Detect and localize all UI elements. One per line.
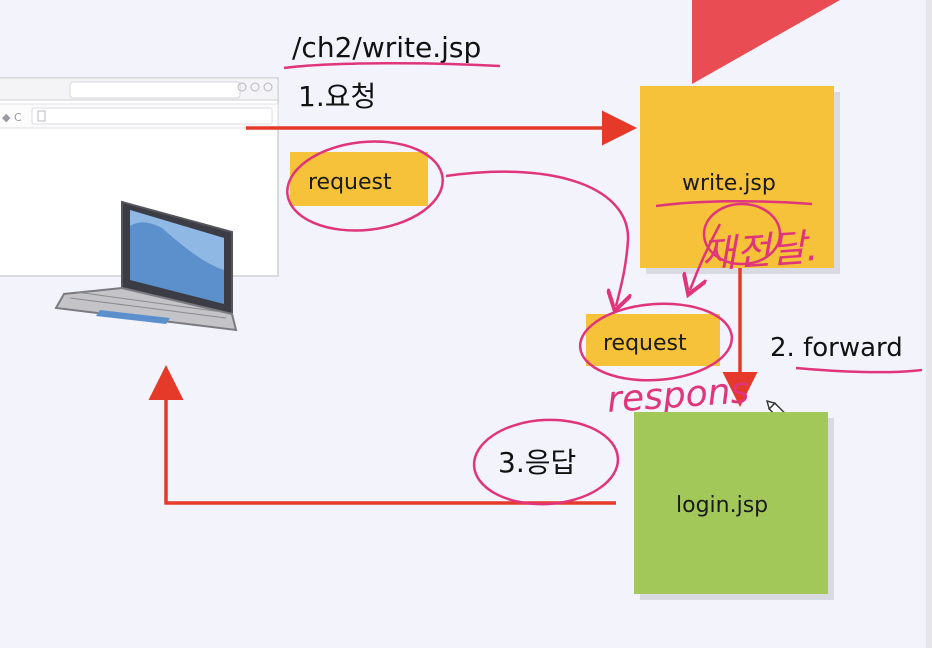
corner-triangle — [692, 0, 840, 84]
right-edge-strip — [926, 0, 932, 648]
login-box — [634, 412, 828, 594]
response-arrow — [148, 365, 616, 505]
login-box-label: login.jsp — [676, 493, 768, 518]
write-box-label: write.jsp — [682, 171, 776, 196]
laptop-icon — [54, 200, 238, 332]
step2-underline — [795, 366, 923, 374]
request-tag-2-circle — [578, 302, 734, 382]
window-controls-icon — [237, 82, 273, 92]
note-circle — [702, 202, 782, 266]
handwritten-note-1: 재전달. — [700, 225, 820, 277]
write-box-underline — [655, 199, 813, 208]
write-box — [640, 86, 834, 268]
request-carry-arrow — [445, 170, 628, 306]
request-tag-1 — [290, 152, 428, 206]
note-arrow — [690, 223, 722, 290]
step3-circle — [472, 418, 620, 506]
request-tag-1-circle — [286, 140, 444, 232]
step2-label: 2. forward — [770, 333, 903, 363]
request-tag-2 — [586, 314, 720, 366]
step1-label: 1.요청 — [298, 80, 376, 113]
nav-controls-icon: ◆ C — [2, 111, 22, 124]
step3-label: 3.응답 — [498, 446, 576, 479]
url-underline — [283, 61, 501, 70]
request-tag-2-label: request — [603, 331, 687, 356]
url-label: /ch2/write.jsp — [292, 31, 481, 64]
request-tag-1-label: request — [308, 170, 392, 195]
